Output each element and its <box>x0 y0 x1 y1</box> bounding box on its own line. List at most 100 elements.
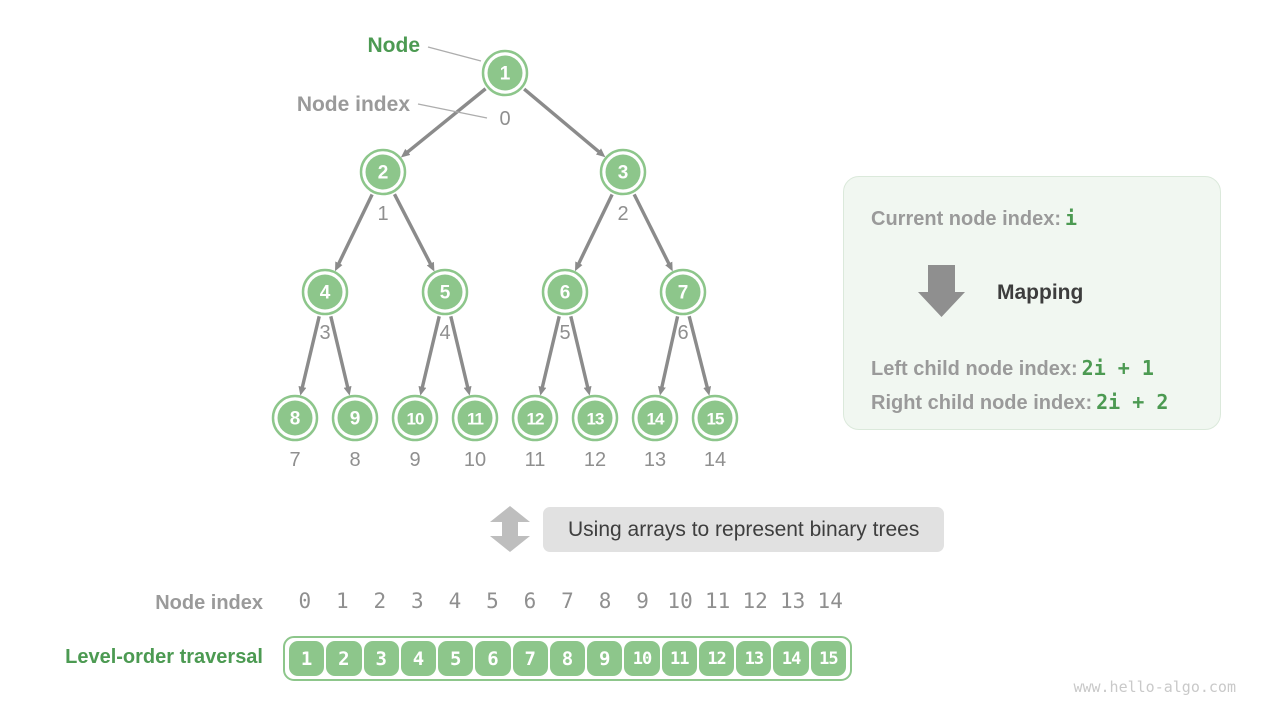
array-index-digit: 11 <box>704 589 731 613</box>
tree-node-index: 9 <box>409 449 420 471</box>
array-index-digit: 9 <box>636 589 649 613</box>
node-index-label-connector <box>417 103 488 119</box>
tree-edge <box>400 87 487 158</box>
left-child-rule-value: 2i + 1 <box>1081 356 1154 380</box>
tree-node-index: 1 <box>377 203 388 225</box>
tree-node-value: 7 <box>678 283 689 304</box>
tree-node-index: 6 <box>677 322 688 344</box>
array-cell: 11 <box>661 641 697 676</box>
array-cell: 2 <box>326 641 362 676</box>
array-cell: 12 <box>698 641 735 676</box>
tree-node: 11 10 <box>451 394 499 471</box>
divider-row: Using arrays to represent binary trees <box>490 506 945 552</box>
tree-node-index: 0 <box>499 108 510 130</box>
node-label-connector <box>427 46 482 62</box>
left-child-rule-row: Left child node index:2i + 1 <box>871 356 1154 381</box>
array-cell: 10 <box>624 641 660 676</box>
tree-node: 98 <box>331 394 379 471</box>
tree-node: 54 <box>421 268 469 344</box>
tree-node-circle <box>577 400 613 436</box>
tree-node-value: 11 <box>467 410 484 429</box>
tree-node: 65 <box>541 268 589 344</box>
tree-node-index: 3 <box>319 322 330 344</box>
mapping-panel: Current node index:i Mapping Left child … <box>843 176 1221 430</box>
tree-node-value: 10 <box>407 410 424 429</box>
tree-node-value: 1 <box>500 64 511 85</box>
tree-node-index: 4 <box>439 322 450 344</box>
array-cell: 8 <box>549 641 586 676</box>
tree-edge <box>538 315 561 396</box>
tree-node: 10 <box>481 49 529 130</box>
tree-edge <box>687 315 711 396</box>
array-cell: 9 <box>587 641 623 676</box>
tree-node-index: 8 <box>349 449 360 471</box>
tree-node-circle <box>365 154 401 190</box>
divider-caption: Using arrays to represent binary trees <box>543 506 945 552</box>
array-index-digit: 0 <box>298 589 312 613</box>
tree-node-circle <box>307 274 343 310</box>
tree-node-value: 15 <box>707 410 724 429</box>
up-down-arrow-icon <box>490 506 530 552</box>
tree-node-index: 2 <box>617 203 628 225</box>
array-cell: 15 <box>810 641 846 676</box>
level-order-label: Level-order traversal <box>65 646 263 668</box>
tree-edge <box>329 315 352 396</box>
tree-node: 21 <box>359 148 407 225</box>
tree-node-index: 11 <box>525 449 546 471</box>
tree-edge <box>575 193 614 272</box>
tree-node-index: 7 <box>289 449 300 471</box>
tree-node-value: 4 <box>320 283 331 304</box>
tree-edge <box>449 315 472 396</box>
current-node-index-label: Current node index: <box>871 208 1062 230</box>
tree-node-circle <box>277 400 313 436</box>
array-index-digit: 12 <box>742 589 768 613</box>
tree-edge <box>658 316 680 396</box>
tree-edge <box>418 315 441 396</box>
tree-node-circle <box>665 274 701 310</box>
tree-node-circle <box>697 400 733 436</box>
tree-edge <box>335 193 374 272</box>
array-index-digit: 7 <box>561 589 574 613</box>
array-cell: 1 <box>289 641 325 676</box>
tree-node: 43 <box>301 268 349 344</box>
array-index-digit: 5 <box>486 589 499 613</box>
array-cell: 4 <box>400 641 437 676</box>
binary-tree-diagram: 1021324354657687981091110121113121413151… <box>271 34 739 471</box>
tree-node-index: 10 <box>464 449 486 471</box>
tree-edge <box>392 193 435 272</box>
tree-node-index: 12 <box>584 449 606 471</box>
tree-node-circle <box>397 400 433 436</box>
tree-node-circle <box>637 400 673 436</box>
tree-node: 32 <box>599 148 647 225</box>
tree-node-value: 3 <box>618 163 629 184</box>
tree-node-value: 5 <box>440 283 451 304</box>
current-node-index-value: i <box>1065 206 1078 230</box>
tree-node-index: 14 <box>704 449 726 471</box>
array-index-digit: 3 <box>411 589 424 613</box>
array-cell: 13 <box>736 641 772 676</box>
tree-node-value: 2 <box>378 163 389 184</box>
array-index-digit: 10 <box>667 589 693 613</box>
array-index-digit: 8 <box>598 589 612 613</box>
current-node-index-row: Current node index:i <box>871 206 1077 231</box>
tree-node: 87 <box>271 394 319 471</box>
down-arrow-icon <box>918 265 965 317</box>
tree-node-value: 8 <box>290 409 301 430</box>
tree-node: 76 <box>659 268 707 344</box>
array-index-label: Node index <box>155 592 263 614</box>
tree-node-index: 13 <box>644 449 666 471</box>
tree-edge <box>298 315 321 396</box>
tree-node-value: 14 <box>647 410 665 429</box>
tree-node-circle <box>517 400 553 436</box>
array-index-digit: 13 <box>780 589 806 613</box>
array-cell: 6 <box>475 641 511 676</box>
tree-node-circle <box>547 274 583 310</box>
tree-node: 10 9 <box>391 394 439 471</box>
watermark: www.hello-algo.com <box>1073 678 1236 696</box>
node-label: Node <box>368 34 421 57</box>
